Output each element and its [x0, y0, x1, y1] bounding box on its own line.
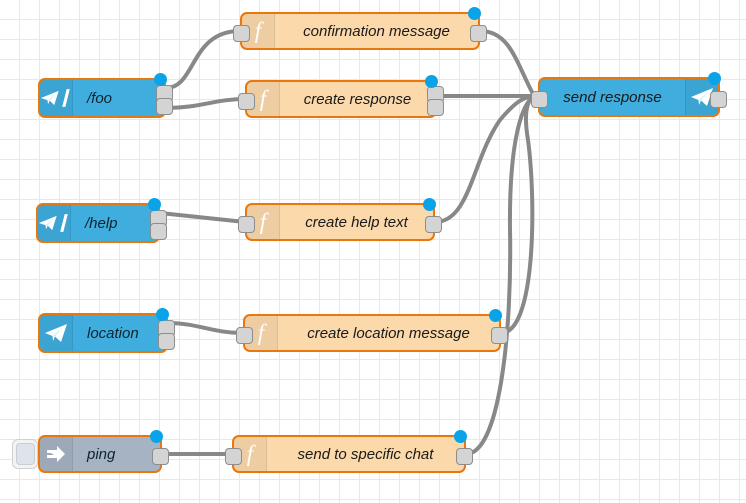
node-ping-inject[interactable]: ping [12, 430, 169, 473]
node-status-dot [454, 430, 467, 443]
node-create-response[interactable]: f create response [238, 75, 444, 118]
telegram-command-icon [38, 205, 71, 241]
node-label: create help text [305, 213, 408, 231]
node-output-port[interactable] [158, 333, 175, 351]
svg-text:f: f [258, 321, 268, 345]
wire-foo-out1-to-confirmation[interactable] [164, 29, 242, 90]
node-label: /foo [87, 89, 113, 107]
node-label: send response [563, 88, 662, 106]
node-confirmation-message[interactable]: f confirmation message [233, 7, 487, 50]
node-output-port[interactable] [156, 98, 173, 116]
node-status-dot [708, 72, 721, 85]
node-status-dot [154, 73, 167, 86]
node-input-port[interactable] [238, 215, 255, 233]
node-label: ping [87, 445, 116, 463]
node-status-dot [150, 430, 163, 443]
svg-text:f: f [247, 442, 257, 466]
node-output-port[interactable] [710, 90, 727, 108]
node-input-port[interactable] [233, 24, 250, 42]
node-output-port[interactable] [150, 223, 167, 241]
node-status-dot [468, 7, 481, 20]
node-output-port[interactable] [427, 98, 444, 116]
node-input-port[interactable] [531, 90, 548, 108]
inject-arrow-icon [40, 437, 73, 471]
svg-text:f: f [260, 87, 270, 111]
inject-trigger-button[interactable] [12, 439, 38, 469]
node-send-response[interactable]: send response [531, 72, 727, 117]
node-help-command[interactable]: /help [36, 198, 167, 243]
node-label: create response [303, 90, 412, 108]
telegram-icon [40, 315, 73, 351]
node-output-port[interactable] [152, 447, 169, 465]
inject-button-knob [15, 443, 35, 465]
node-status-dot [489, 309, 502, 322]
node-status-dot [156, 308, 169, 321]
node-status-dot [423, 198, 436, 211]
node-output-port[interactable] [425, 215, 442, 233]
node-create-location-message[interactable]: f create location message [236, 309, 508, 352]
node-status-dot [425, 75, 438, 88]
node-input-port[interactable] [225, 447, 242, 465]
node-label: confirmation message [303, 22, 450, 40]
node-create-help-text[interactable]: f create help text [238, 198, 442, 241]
wire-location-message-to-send-response[interactable] [499, 94, 536, 335]
node-output-port[interactable] [491, 326, 508, 344]
node-output-port[interactable] [470, 24, 487, 42]
node-foo-command[interactable]: /foo [38, 73, 173, 118]
node-label: send to specific chat [297, 445, 434, 463]
node-send-to-specific-chat[interactable]: f send to specific chat [225, 430, 473, 473]
function-f-icon: f [247, 82, 280, 116]
node-location-trigger[interactable]: location [38, 308, 175, 353]
wire-help-text-to-send-response[interactable] [433, 94, 536, 224]
node-output-port[interactable] [456, 447, 473, 465]
node-input-port[interactable] [236, 326, 253, 344]
telegram-command-icon [40, 80, 73, 116]
node-status-dot [148, 198, 161, 211]
svg-text:f: f [260, 210, 270, 234]
wire-help-command-to-create-help-text[interactable] [158, 211, 247, 224]
node-input-port[interactable] [238, 92, 255, 110]
node-label: location [87, 324, 139, 342]
wire-foo-out2-to-create-response[interactable] [164, 97, 247, 110]
svg-text:f: f [255, 19, 265, 43]
wire-location-to-create-location-message[interactable] [166, 321, 245, 335]
node-label: /help [85, 214, 118, 232]
node-label: create location message [307, 324, 470, 342]
wire-confirmation-to-send-response[interactable] [478, 29, 536, 98]
wire-specific-chat-to-send-response[interactable] [464, 94, 536, 456]
